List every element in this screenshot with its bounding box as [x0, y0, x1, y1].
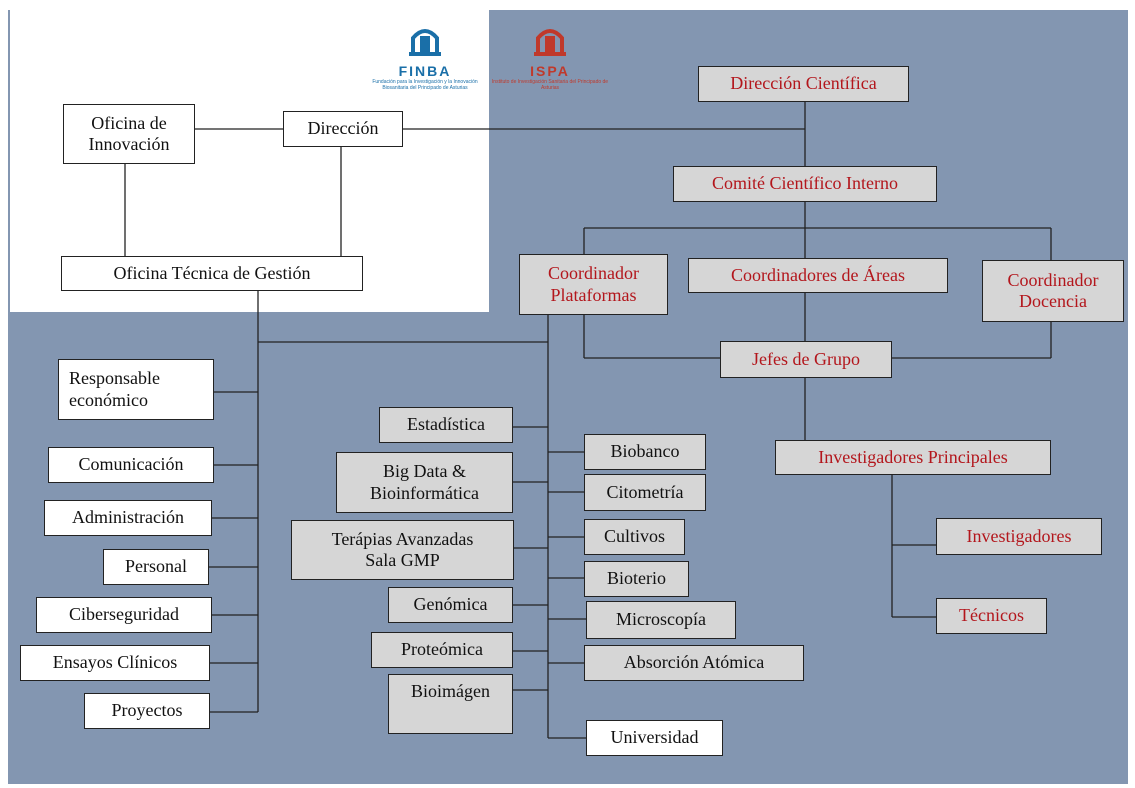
node-proyectos: Proyectos [84, 693, 210, 729]
node-comite-cientifico: Comité Científico Interno [673, 166, 937, 202]
node-jefes-grupo: Jefes de Grupo [720, 341, 892, 378]
node-ciberseguridad: Ciberseguridad [36, 597, 212, 633]
finba-subtitle: Fundación para la Investigación y la Inn… [372, 79, 478, 91]
node-estadistica: Estadística [379, 407, 513, 443]
finba-logo: FINBA Fundación para la Investigación y … [360, 18, 490, 91]
node-coord-plataformas: Coordinador Plataformas [519, 254, 668, 315]
node-coord-docencia: Coordinador Docencia [982, 260, 1124, 322]
node-genomica: Genómica [388, 587, 513, 623]
node-oficina-tecnica: Oficina Técnica de Gestión [61, 256, 363, 291]
node-bioterio: Bioterio [584, 561, 689, 597]
node-oficina-innovacion: Oficina de Innovación [63, 104, 195, 164]
node-direccion: Dirección [283, 111, 403, 147]
node-universidad: Universidad [586, 720, 723, 756]
node-investigadores-principales: Investigadores Principales [775, 440, 1051, 475]
finba-wordmark: FINBA [398, 63, 452, 79]
node-responsable-economico: Responsable económico [58, 359, 214, 420]
ispa-subtitle: Instituto de Investigación Sanitaria del… [491, 79, 609, 91]
node-administracion: Administración [44, 500, 212, 536]
node-coord-areas: Coordinadores de Áreas [688, 258, 948, 293]
node-bioimagen: Bioimágen [388, 674, 513, 734]
node-absorcion: Absorción Atómica [584, 645, 804, 681]
finba-emblem-icon [409, 29, 441, 56]
node-citometria: Citometría [584, 474, 706, 511]
node-terapias: Terápias Avanzadas Sala GMP [291, 520, 514, 580]
node-personal: Personal [103, 549, 209, 585]
node-proteomica: Proteómica [371, 632, 513, 668]
node-investigadores: Investigadores [936, 518, 1102, 555]
ispa-wordmark: ISPA [530, 63, 570, 79]
node-biobanco: Biobanco [584, 434, 706, 470]
ispa-emblem-icon [534, 29, 566, 56]
node-ensayos-clinicos: Ensayos Clínicos [20, 645, 210, 681]
node-tecnicos: Técnicos [936, 598, 1047, 634]
ispa-logo: ISPA Instituto de Investigación Sanitari… [485, 18, 615, 91]
node-big-data: Big Data & Bioinformática [336, 452, 513, 513]
node-direccion-cientifica: Dirección Científica [698, 66, 909, 102]
node-microscopia: Microscopía [586, 601, 736, 639]
node-comunicacion: Comunicación [48, 447, 214, 483]
node-cultivos: Cultivos [584, 519, 685, 555]
